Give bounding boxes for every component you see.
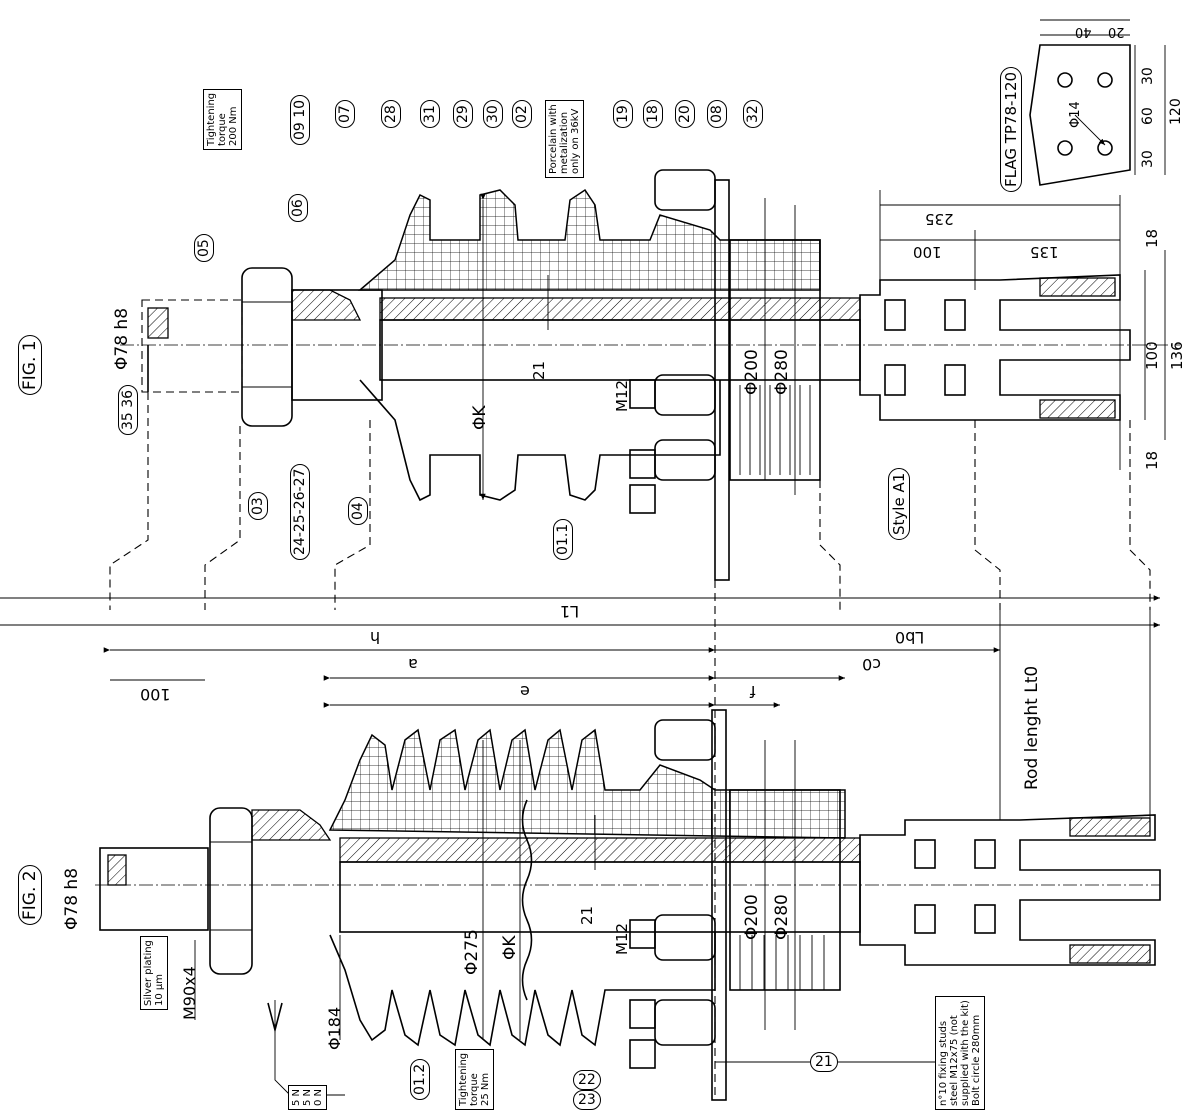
fig2-part-23: 23: [573, 1090, 601, 1110]
fig1-part-011: 01.1: [553, 518, 573, 560]
flag-outline: [1029, 44, 1131, 186]
fig2-dim-21-label: 21: [578, 905, 596, 925]
fig2-arrow-head: [267, 1002, 283, 1034]
fig1-label: FIG. 1: [18, 335, 42, 395]
fig2-rod: [339, 837, 861, 863]
fig1-part-03: 03: [248, 492, 268, 520]
fig1-part-20: 20: [675, 100, 695, 128]
fig2-184-diameter: Φ184: [325, 1006, 344, 1050]
fig1-dim-136: 136: [1168, 341, 1186, 370]
fig2-end-fitting: [859, 814, 1161, 966]
flag-dim-120: 120: [1168, 98, 1184, 125]
fig1-terminal-diameter: Φ78 h8: [112, 307, 132, 370]
fig2-terminal-diameter: Φ78 h8: [62, 867, 82, 930]
fig1-part-02: 02: [512, 100, 532, 128]
fig2-porcelain-body: [328, 728, 846, 839]
dim-l1-label: L1: [560, 602, 580, 621]
flag-hole: Φ14: [1068, 101, 1083, 128]
fig1-dim-135: 135: [1030, 243, 1059, 261]
fig2-275-diameter: Φ275: [462, 929, 482, 975]
fig1-dim-21-label: 21: [530, 360, 548, 380]
fig1-dim-235: 235: [925, 210, 954, 228]
flag-dim-30b: 30: [1140, 150, 1156, 168]
dim-h-label: h: [370, 628, 381, 647]
fig1-part-3536: 35 36: [118, 384, 138, 435]
fig1-part-05: 05: [194, 234, 214, 262]
dim-f-label: f: [750, 682, 756, 701]
fig1-part-06: 06: [288, 194, 308, 222]
dim-a-label: a: [408, 655, 418, 674]
fig2-mounting-plate: [711, 709, 727, 1101]
fig1-dim-100a: 100: [913, 243, 942, 261]
dim-c0-label: c0: [862, 655, 881, 674]
flag-dim-60: 60: [1140, 107, 1156, 125]
fig1-studs: [629, 169, 716, 514]
main-dimensions: [0, 595, 1160, 820]
fig2-280-diameter: Φ280: [772, 894, 792, 940]
fig2-break-line: [521, 799, 533, 1001]
fig2-m12-label: M12: [613, 922, 631, 955]
fig2-200-diameter: Φ200: [742, 894, 762, 940]
fig2-assembly: [95, 709, 1161, 1101]
flag-dim-30a: 30: [1140, 67, 1156, 85]
fig2-part-21: 21: [810, 1052, 838, 1072]
dim-100-label: 100: [140, 685, 171, 704]
fig1-part-31: 31: [420, 100, 440, 128]
fig2-part-22: 22: [573, 1070, 601, 1090]
fig1-part-07: 07: [335, 100, 355, 128]
fig1-part-0910: 09 10: [290, 94, 310, 145]
fig1-clamp-area: [291, 289, 383, 401]
fig2-terminal: [99, 847, 209, 931]
fig2-thread-label: M90x4: [180, 966, 199, 1020]
fig2-k-diameter: ΦK: [500, 935, 520, 960]
fig2-ribs: [739, 935, 825, 990]
flag-dim-40: 40: [1075, 24, 1092, 39]
fig1-200-diameter: Φ200: [742, 349, 762, 395]
fig2-part-012: 01.2: [410, 1058, 430, 1100]
fig1-dim-18a: 18: [1143, 228, 1161, 248]
fig1-rod: [379, 297, 861, 321]
dim-lb0-label: Lb0: [895, 628, 925, 647]
fig1-m12-label: M12: [613, 379, 631, 412]
fig1-dim-18b: 18: [1143, 450, 1161, 470]
fig2-ribbed-section: [729, 789, 841, 991]
fig1-part-30: 30: [483, 100, 503, 128]
flag-detail: [1029, 19, 1166, 186]
fig1-part-04: 04: [348, 497, 368, 525]
rod-length-label: Rod lenght Lt0: [1022, 665, 1042, 790]
fig1-part-32: 32: [743, 100, 763, 128]
fig2-nut: [209, 807, 253, 975]
fig1-k-diameter: ΦK: [470, 405, 490, 430]
fig2-clamp: [251, 809, 332, 841]
fig1-part-28: 28: [381, 100, 401, 128]
flag-title: FLAG TP78-120: [1000, 66, 1022, 192]
fig1-dim-100b: 100: [1143, 341, 1161, 370]
fig1-terminal-section: [147, 307, 169, 339]
fig2-label: FIG. 2: [18, 865, 42, 925]
fig1-part-24: 24-25-26-27: [290, 463, 310, 560]
dim-e-label: e: [520, 682, 530, 701]
fig1-style-label: Style A1: [888, 467, 910, 540]
fig1-part-18: 18: [643, 100, 663, 128]
fig1-porcelain-body: [357, 188, 821, 291]
fig1-assembly: [109, 169, 1180, 1100]
fig1-part-08: 08: [707, 100, 727, 128]
fig1-ribs: [739, 385, 811, 475]
fig1-part-29: 29: [453, 100, 473, 128]
fig1-280-diameter: Φ280: [772, 349, 792, 395]
fig2-studs: [629, 719, 716, 1069]
fig1-nut: [241, 267, 293, 427]
fig1-ribbed-section: [729, 239, 821, 481]
fig1-part-19: 19: [613, 100, 633, 128]
flag-dim-20: 20: [1108, 24, 1125, 39]
fig1-end-fitting: [859, 274, 1131, 421]
